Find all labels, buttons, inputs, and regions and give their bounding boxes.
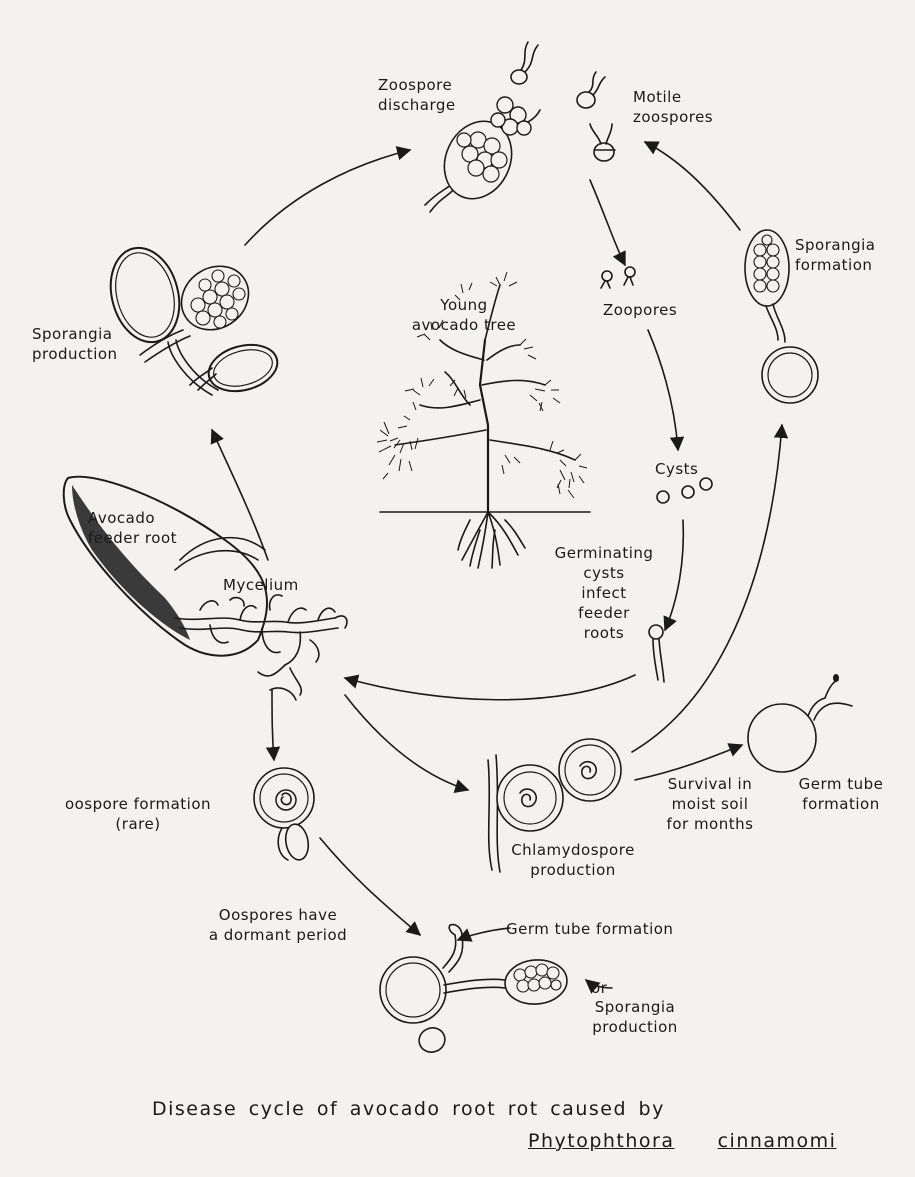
cysts-circles (657, 478, 712, 503)
germ-tube-formation-bottom-label: Germ tube formation (506, 919, 673, 939)
chlamydospore-production-label: Chlamydospore production (503, 840, 643, 880)
sporangia-production-bottom-label: Sporangia production (580, 997, 690, 1037)
arrow-germinating-to-mycelium (345, 675, 635, 700)
oospore-germination (380, 925, 569, 1056)
germ-tube-formation-right-label: Germ tube formation (785, 774, 897, 814)
sporangia-production-structure (101, 240, 283, 398)
arrow-mycelium-to-oospore (272, 690, 274, 760)
avocado-feeder-root-label: Avocado feeder root (88, 508, 177, 548)
arrow-formation-to-motile (645, 142, 740, 230)
caption-genus: Phytophthora (528, 1130, 675, 1152)
caption-line: Disease cycle of avocado root rot caused… (152, 1098, 665, 1120)
germ-tube-right (748, 674, 852, 772)
oospore (254, 768, 314, 862)
young-avocado-tree-label: Young avocado tree (398, 295, 530, 335)
arrow-zoopores-to-cysts (648, 330, 678, 450)
oospore-formation-label: oospore formation (rare) (40, 794, 236, 834)
germinating-cysts-label: Germinating cysts infect feeder roots (543, 543, 665, 643)
survival-label: Survival in moist soil for months (640, 774, 780, 834)
cysts-label: Cysts (655, 459, 698, 479)
oospores-dormant-label: Oospores have a dormant period (178, 905, 378, 945)
arrow-germ-tube-pointer (458, 928, 510, 940)
zoopores-label: Zoopores (603, 300, 677, 320)
arrow-mycelium-to-chlamydospore (345, 695, 468, 790)
sporangia-formation-label: Sporangia formation (795, 235, 875, 275)
motile-zoospores-label: Motile zoospores (633, 87, 713, 127)
zoospore-discharge-label: Zoospore discharge (378, 75, 456, 115)
zoopores-swimmers (601, 267, 635, 288)
caption-species-name: cinnamomi (718, 1130, 837, 1152)
caption-species: Phytophthora cinnamomi (528, 1130, 836, 1152)
arrow-sporangia-to-discharge (245, 150, 410, 245)
arrow-discharge-to-zoopores (590, 180, 625, 265)
or-label: or (591, 978, 607, 998)
motile-zoospores (577, 72, 615, 161)
sporangia-production-left-label: Sporangia production (32, 324, 118, 364)
zoospore-discharge-sporangium (425, 42, 540, 212)
mycelium-label: Mycelium (223, 575, 299, 595)
arrow-cysts-to-germinating (665, 520, 683, 630)
